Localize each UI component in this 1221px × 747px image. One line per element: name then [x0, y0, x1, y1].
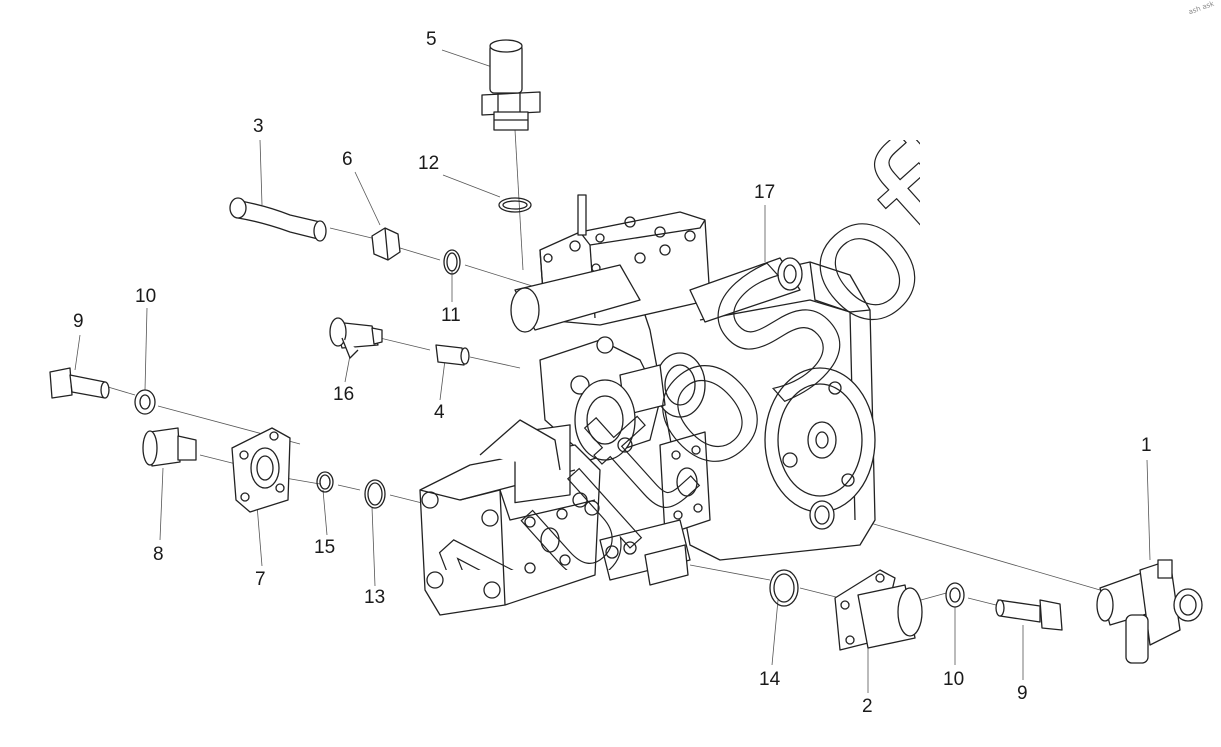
callout-16: 16: [333, 384, 355, 405]
part-9-bolt-left: [49, 367, 110, 399]
callout-6: 6: [342, 149, 353, 170]
callout-13: 13: [364, 587, 386, 608]
pump-main-body: [510, 194, 876, 586]
part-6-nut: [371, 227, 401, 261]
callout-7: 7: [255, 569, 266, 590]
callout-3: 3: [253, 116, 264, 137]
callout-leaders: [74, 49, 1151, 693]
callout-4: 4: [434, 402, 445, 423]
callout-9-right: 9: [1017, 683, 1028, 704]
watermark: AutoSoft: [381, 140, 920, 570]
part-1-fitting: [1096, 559, 1203, 664]
callout-10-right: 10: [943, 669, 965, 690]
part-15-oring: [316, 471, 334, 493]
callout-11: 11: [441, 305, 461, 326]
part-13-oring: [364, 479, 386, 509]
part-8-plug: [142, 427, 197, 467]
callout-10-left: 10: [135, 286, 157, 307]
callout-9-left: 9: [73, 311, 84, 332]
part-16-banjo-fitting: [329, 317, 383, 359]
callout-15: 15: [314, 537, 336, 558]
part-10-washer-left: [134, 389, 156, 415]
callout-14: 14: [759, 669, 781, 690]
part-3-tube: [229, 197, 327, 242]
gear-pump-section: [419, 379, 636, 616]
part-14-oring: [769, 569, 799, 607]
callout-1: 1: [1141, 435, 1152, 456]
callout-17: 17: [754, 182, 776, 203]
part-11-oring: [443, 249, 461, 275]
part-5-hose-fitting: [481, 39, 541, 131]
callout-8: 8: [153, 544, 164, 565]
callout-12: 12: [418, 153, 440, 174]
callout-2: 2: [862, 696, 873, 717]
assembly-axis-lines: [107, 129, 1101, 607]
part-7-flange: [231, 427, 291, 513]
part-10-washer-right: [945, 582, 965, 608]
part-4-nipple: [435, 344, 470, 366]
part-9-bolt-right: [995, 599, 1063, 631]
part-2-flanged-tube: [834, 569, 923, 651]
part-12-oring: [498, 197, 532, 213]
callout-5: 5: [426, 29, 437, 50]
watermark-text: AutoSoft: [381, 140, 920, 570]
